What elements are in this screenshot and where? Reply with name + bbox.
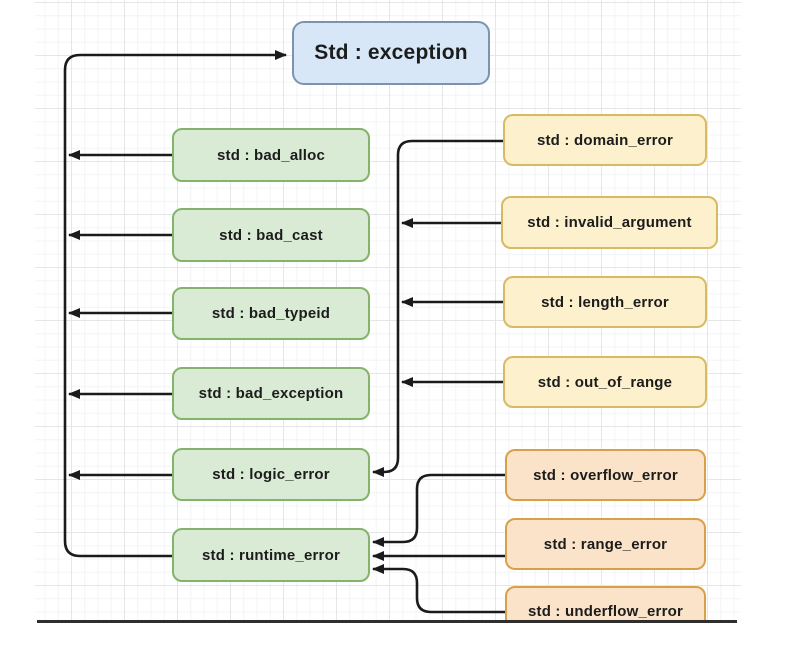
node-std-logic-error: std : logic_error: [172, 448, 370, 501]
node-std-out-of-range: std : out_of_range: [503, 356, 707, 408]
node-std-bad-exception: std : bad_exception: [172, 367, 370, 420]
canvas-bottom-border: [37, 620, 737, 623]
node-std-range-error: std : range_error: [505, 518, 706, 570]
node-std-bad-alloc: std : bad_alloc: [172, 128, 370, 182]
node-std-overflow-error: std : overflow_error: [505, 449, 706, 501]
node-std-bad-cast: std : bad_cast: [172, 208, 370, 262]
drawing-canvas-grid: Std : exception std : bad_alloc std : ba…: [35, 0, 741, 622]
node-std-domain-error: std : domain_error: [503, 114, 707, 166]
node-std-invalid-argument: std : invalid_argument: [501, 196, 718, 249]
node-std-underflow-error: std : underflow_error: [505, 586, 706, 622]
node-std-bad-typeid: std : bad_typeid: [172, 287, 370, 340]
node-std-runtime-error: std : runtime_error: [172, 528, 370, 582]
node-std-exception: Std : exception: [292, 21, 490, 85]
node-std-length-error: std : length_error: [503, 276, 707, 328]
